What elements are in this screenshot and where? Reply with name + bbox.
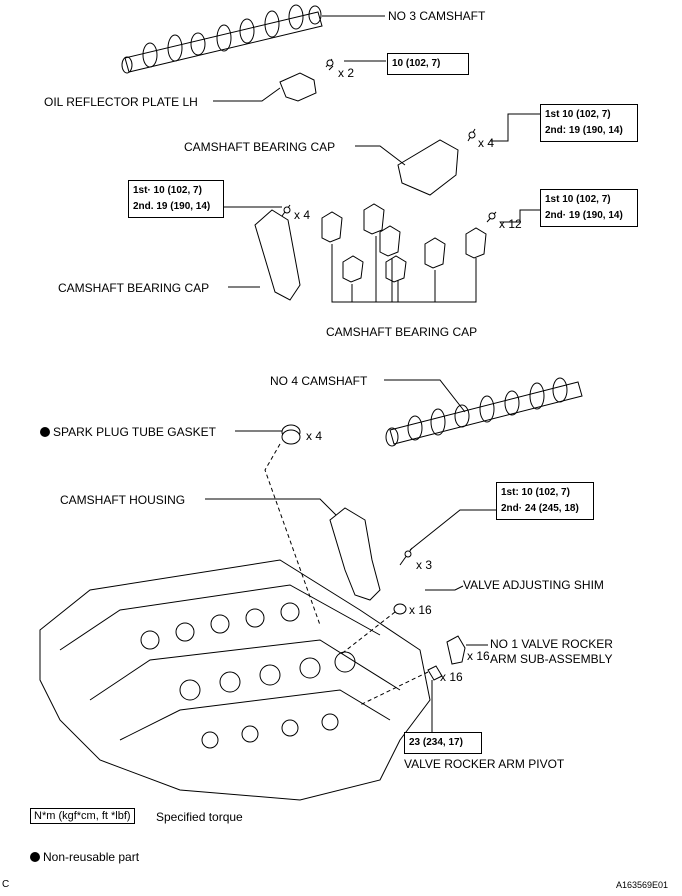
legend-nonreusable-text: Non-reusable part: [43, 850, 140, 864]
rocker-arm-drawing: [446, 635, 466, 665]
count-x2: x 2: [338, 66, 355, 80]
torque-first: 1st: 10 (102, 7): [501, 487, 570, 498]
count-x16-pivot: x 16: [440, 670, 463, 684]
torque-first: 1st 10 (102, 7): [545, 109, 611, 120]
legend-torque-units: N*m (kgf*cm, ft *lbf): [34, 810, 131, 822]
count-x16-rocker: x 16: [467, 649, 490, 663]
label-no3-camshaft: NO 3 CAMSHAFT: [388, 9, 486, 23]
no4-camshaft-drawing: [385, 377, 583, 447]
label-spark-plug-tube-gasket-text: SPARK PLUG TUBE GASKET: [53, 425, 216, 439]
label-rocker-arm-line1: NO 1 VALVE ROCKER: [490, 637, 613, 651]
torque-box-10: 10 (102, 7): [387, 53, 469, 75]
count-x3: x 3: [416, 558, 433, 572]
torque-value: 23 (234, 17): [409, 737, 463, 748]
label-oil-reflector-plate: OIL REFLECTOR PLATE LH: [44, 95, 198, 109]
torque-second: 2nd· 19 (190, 14): [545, 210, 623, 221]
nonreusable-dot-icon: [30, 852, 40, 862]
torque-second: 2nd: 19 (190, 14): [545, 125, 623, 136]
label-camshaft-housing: CAMSHAFT HOUSING: [60, 493, 186, 507]
count-x16-shim: x 16: [409, 603, 432, 617]
torque-value: 10 (102, 7): [392, 58, 441, 69]
legend-torque-box: N*m (kgf*cm, ft *lbf): [30, 808, 135, 824]
label-camshaft-bearing-cap-bottom: CAMSHAFT BEARING CAP: [326, 325, 478, 339]
nonreusable-dot-icon: [40, 427, 50, 437]
legend-torque-text: Specified torque: [156, 810, 243, 824]
footer-figure-id: A163569E01: [616, 880, 669, 890]
torque-second: 2nd. 19 (190, 14): [133, 201, 211, 212]
torque-first: 1st· 10 (102, 7): [133, 185, 202, 196]
valve-adjusting-shim-drawing: [393, 603, 407, 615]
top-bearing-cap-drawing: [397, 139, 459, 196]
torque-box-small-caps: 1st 10 (102, 7) 2nd· 19 (190, 14): [540, 189, 638, 227]
no3-camshaft-drawing: [121, 4, 323, 74]
oil-reflector-plate-drawing: [279, 72, 317, 102]
cylinder-head-drawing: [39, 559, 431, 801]
legend-nonreusable: Non-reusable part: [30, 850, 139, 864]
torque-box-left-cap: 1st· 10 (102, 7) 2nd. 19 (190, 14): [128, 180, 224, 218]
torque-box-housing: 1st: 10 (102, 7) 2nd· 24 (245, 18): [496, 482, 594, 520]
torque-first: 1st 10 (102, 7): [545, 194, 611, 205]
torque-box-pivot: 23 (234, 17): [404, 732, 482, 754]
count-x4-top: x 4: [478, 136, 495, 150]
footer-left: C: [2, 879, 10, 890]
camshaft-housing-drawing: [329, 507, 381, 601]
count-x4-gasket: x 4: [306, 429, 323, 443]
count-x4-left: x 4: [294, 208, 311, 222]
label-spark-plug-tube-gasket: SPARK PLUG TUBE GASKET: [40, 425, 216, 439]
count-x12: x 12: [499, 217, 522, 231]
label-rocker-arm-line2: ARM SUB-ASSEMBLY: [490, 652, 613, 666]
label-valve-adjusting-shim: VALVE ADJUSTING SHIM: [463, 578, 604, 592]
label-no4-camshaft: NO 4 CAMSHAFT: [270, 374, 368, 388]
spark-plug-tube-gasket-drawing: [281, 424, 301, 445]
rocker-pivot-drawing: [427, 665, 443, 681]
label-valve-rocker-arm-pivot: VALVE ROCKER ARM PIVOT: [404, 757, 565, 771]
label-camshaft-bearing-cap-left: CAMSHAFT BEARING CAP: [58, 281, 210, 295]
torque-second: 2nd· 24 (245, 18): [501, 503, 579, 514]
left-bearing-cap-drawing: [254, 209, 301, 301]
label-camshaft-bearing-cap-top: CAMSHAFT BEARING CAP: [184, 140, 336, 154]
torque-box-top-cap: 1st 10 (102, 7) 2nd: 19 (190, 14): [540, 104, 638, 142]
small-bearing-caps-drawing: [321, 203, 487, 283]
